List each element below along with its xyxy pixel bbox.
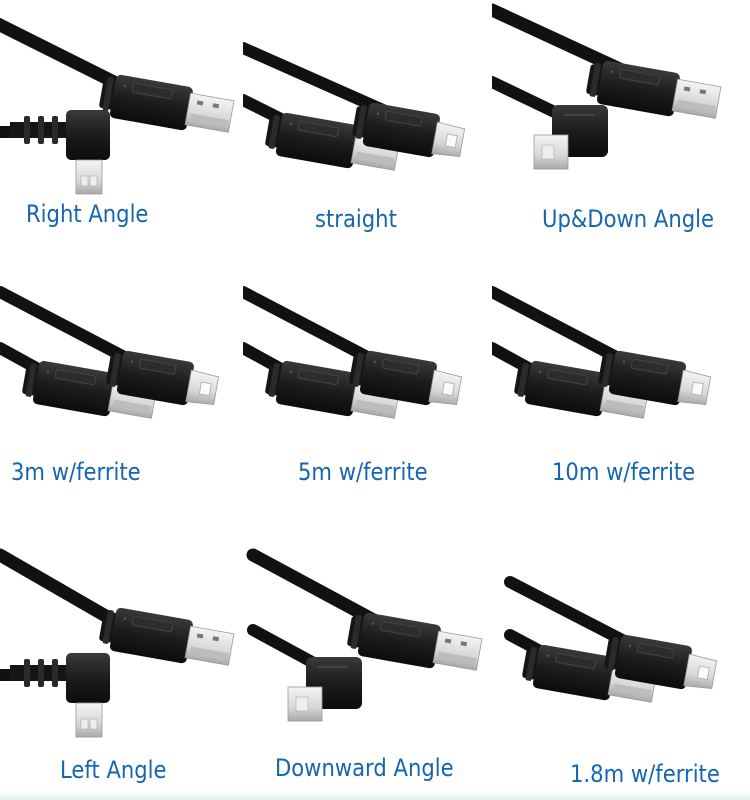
variant-cell-downward-angle[interactable]: Downward Angle — [243, 520, 490, 792]
usb-cable-right-angle-icon — [0, 17, 236, 195]
variant-label: 10m w/ferrite — [552, 458, 696, 486]
variant-label: 5m w/ferrite — [298, 458, 428, 486]
variant-cell-10m-ferrite[interactable]: 10m w/ferrite — [492, 260, 750, 515]
variant-cell-straight[interactable]: straight — [243, 0, 490, 255]
variant-cell-left-angle[interactable]: Left Angle — [0, 520, 245, 792]
usb-cable-ferrite-icon — [492, 286, 713, 425]
usb-cable-ferrite-icon — [504, 576, 719, 709]
variant-cell-1-8m-ferrite[interactable]: 1.8m w/ferrite — [492, 520, 750, 792]
variant-label: straight — [315, 205, 397, 233]
variant-label: Left Angle — [60, 756, 167, 784]
usb-cable-up-down-angle-icon — [492, 3, 723, 170]
usb-cable-ferrite-icon — [243, 286, 464, 425]
variant-label: 3m w/ferrite — [11, 458, 141, 486]
usb-cable-straight-icon — [243, 42, 467, 177]
variant-cell-up-down-angle[interactable]: Up&Down Angle — [492, 0, 750, 255]
variant-label: Up&Down Angle — [542, 205, 714, 233]
usb-cable-left-angle-icon — [0, 548, 236, 738]
variant-label: Right Angle — [26, 200, 149, 228]
variant-cell-right-angle[interactable]: Right Angle — [0, 0, 245, 255]
variant-label: Downward Angle — [275, 754, 454, 782]
usb-cable-downward-angle-icon — [246, 548, 484, 722]
variant-label: 1.8m w/ferrite — [570, 760, 720, 788]
variant-cell-3m-ferrite[interactable]: 3m w/ferrite — [0, 260, 245, 515]
bottom-edge-divider — [0, 792, 750, 800]
variant-cell-5m-ferrite[interactable]: 5m w/ferrite — [243, 260, 490, 515]
usb-cable-ferrite-icon — [0, 286, 221, 425]
